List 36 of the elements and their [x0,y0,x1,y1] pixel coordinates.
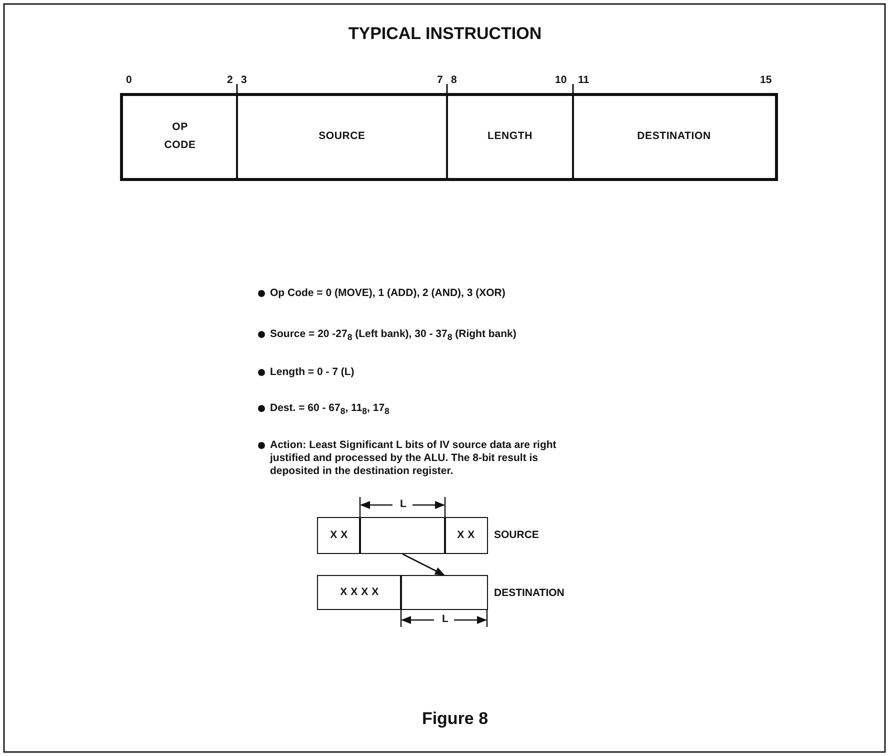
field-label: X X [330,528,348,543]
instruction-field [446,93,574,181]
field-label: SOURCE [318,129,366,144]
bit-number: 8 [451,74,457,86]
register-label: SOURCE [494,529,539,541]
field-label: DESTINATION [637,129,711,144]
field-label: OP CODE [163,120,197,153]
bullet-text: Length = 0 - 7 (L) [270,366,356,379]
arrow [402,553,445,576]
bullet-text: Action: Least Significant L bits of IV source data are right justified and processed by the ALU. The 8-bit result is deposited in the destination register. [270,439,558,478]
field-label: LENGTH [488,129,532,144]
bit-number: 0 [126,74,132,86]
instruction-field [236,93,448,181]
bit-number: 3 [241,74,247,86]
bit-number: 10 [555,74,567,86]
bit-number: 2 [227,74,233,86]
field-label: X X X X [340,584,379,600]
register-cell [359,517,446,554]
bullet-text: Dest. = 60 - 67$_{8}$, 11$_{8}$, 17$_{8}$ [270,402,390,418]
instruction-field [572,93,778,181]
bit-number: 15 [760,74,772,86]
bullet-text: Op Code = 0 (MOVE), 1 (ADD), 2 (AND), 3 (XOR) [270,287,506,300]
bit-number: 11 [578,74,590,86]
dimension-label: L [440,613,450,625]
dimension-label: L [398,498,408,510]
register-cell [444,517,488,554]
field-label: X X [457,528,475,543]
register-cell [400,575,488,610]
register-cell [317,575,402,610]
bit-number: 7 [437,74,443,86]
diagram-title: TYPICAL INSTRUCTION [347,24,543,44]
instruction-field [120,93,238,181]
figure-caption: Figure 8 [420,709,490,729]
register-cell [317,517,361,554]
bullet-text: Source = 20 -27$_{8}$ (Left bank), 30 - 37$_{8}$ (Right bank) [270,328,518,344]
register-label: DESTINATION [494,587,564,599]
